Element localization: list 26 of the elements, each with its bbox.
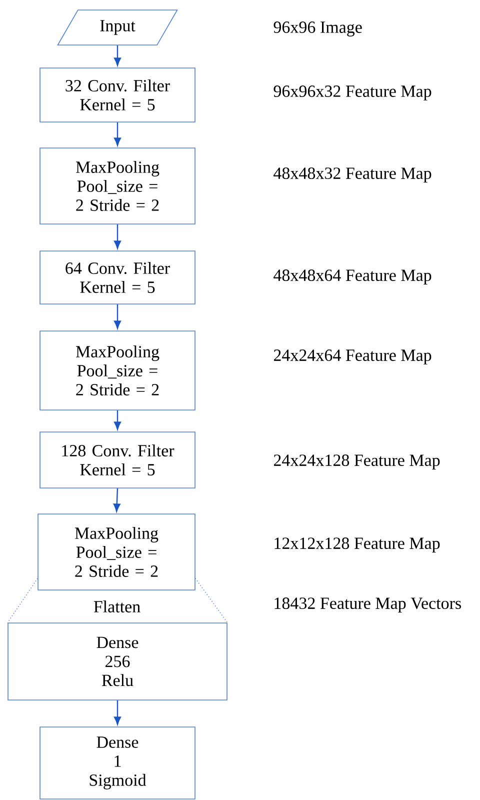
arrow	[114, 304, 122, 329]
layer-box: 64 Conv. Filter Kernel = 5	[40, 250, 196, 304]
input-parallelogram: Input	[57, 10, 178, 46]
feature-map-label: 48x48x64 Feature Map	[274, 270, 432, 284]
layer-box: 128 Conv. Filter Kernel = 5	[40, 432, 196, 488]
layer-box: MaxPooling Pool_size = 2 Stride = 2	[40, 330, 196, 410]
dense-box: Dense 1 Sigmoid	[40, 726, 196, 800]
arrow	[113, 488, 120, 512]
feature-map-label: 96x96 Image	[274, 22, 362, 36]
edge-label: Flatten	[94, 600, 140, 612]
arrow	[114, 122, 122, 146]
feature-map-label: 24x24x64 Feature Map	[274, 350, 432, 364]
arrow	[114, 224, 122, 249]
layer-box: MaxPooling Pool_size = 2 Stride = 2	[40, 148, 196, 224]
arrow	[114, 700, 122, 725]
feature-map-label: 48x48x32 Feature Map	[274, 168, 432, 182]
flatten-lines	[7, 578, 228, 623]
layer-box: MaxPooling Pool_size = 2 Stride = 2	[38, 514, 196, 590]
arrow	[114, 410, 122, 430]
arrow	[114, 45, 122, 66]
feature-map-label: 12x12x128 Feature Map	[274, 538, 440, 552]
feature-map-label: 24x24x128 Feature Map	[274, 454, 440, 470]
dense-box: Dense 256 Relu	[8, 622, 228, 700]
layer-box: 32 Conv. Filter Kernel = 5	[40, 68, 196, 122]
feature-map-label: 96x96x32 Feature Map	[274, 86, 432, 100]
feature-map-label: 18432 Feature Map Vectors	[274, 598, 461, 612]
